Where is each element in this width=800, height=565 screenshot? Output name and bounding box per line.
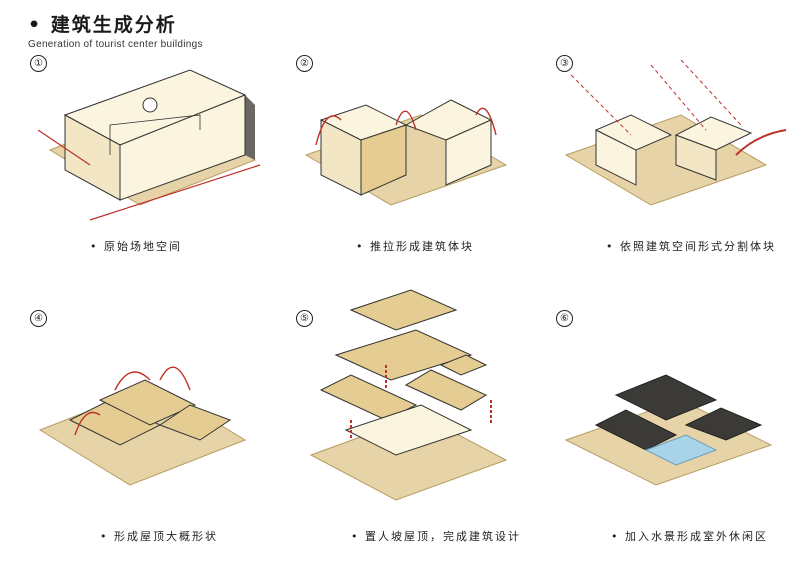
diagram-1 (37, 69, 261, 221)
step-number: ⑥ (556, 310, 573, 327)
step-number: ① (30, 55, 47, 72)
diagram-6 (564, 374, 773, 486)
caption-4: • 形成屋顶大概形状 (100, 530, 218, 543)
page-title: • 建筑生成分析 (28, 14, 177, 36)
panel-4: ④ • 形成屋顶大概形状 (30, 310, 280, 560)
roof-piece-low (319, 374, 418, 421)
roof-mass-right (158, 404, 232, 441)
roof-mass-center (98, 379, 197, 426)
panel-3: ③ • 依照建筑空间形式分割体块 (556, 55, 800, 305)
courtyard-void (360, 124, 407, 196)
roof-dark-right (684, 407, 763, 441)
step-number: ⑤ (296, 310, 313, 327)
water-feature (644, 434, 718, 466)
caption-1: • 原始场地空间 (90, 240, 182, 253)
volume-shadow (245, 95, 255, 160)
panel-6: ⑥ • 加入水景形成室外休闲区 (556, 310, 800, 560)
step-number: ④ (30, 310, 47, 327)
diagram-5 (309, 289, 508, 501)
roof-dark-center (614, 374, 718, 421)
roof-dark-left (594, 409, 678, 451)
caption-3: • 依照建筑空间形式分割体块 (606, 240, 776, 253)
roof-piece-right (404, 369, 488, 411)
title-block: • 建筑生成分析 Generation of tourist center bu… (28, 10, 203, 50)
building-base (344, 404, 473, 456)
volume-right-front (445, 119, 492, 186)
lightbulb-icon (142, 97, 158, 113)
roof-piece-small (439, 354, 488, 376)
panel-2: ② • 推拉形成建筑体块 (296, 55, 546, 305)
diagram-3 (564, 59, 787, 206)
volume-right (119, 94, 246, 201)
panel-1: ① • 原始场地空间 (30, 55, 280, 305)
diagram-4 (38, 366, 247, 486)
page-subtitle: Generation of tourist center buildings (28, 39, 203, 50)
step-number: ② (296, 55, 313, 72)
caption-5: • 置人坡屋顶，完成建筑设计 (351, 530, 521, 543)
step-number: ③ (556, 55, 573, 72)
caption-6: • 加入水景形成室外休闲区 (611, 530, 768, 543)
roof-piece-top (349, 289, 458, 331)
block-a-top (594, 114, 673, 151)
diagram-2 (304, 99, 508, 206)
panel-5: ⑤ • 置人坡屋顶，完成建筑设计 (296, 289, 546, 560)
block-b-top (674, 116, 753, 151)
caption-2: • 推拉形成建筑体块 (356, 240, 474, 253)
roof-piece-mid (334, 329, 473, 381)
